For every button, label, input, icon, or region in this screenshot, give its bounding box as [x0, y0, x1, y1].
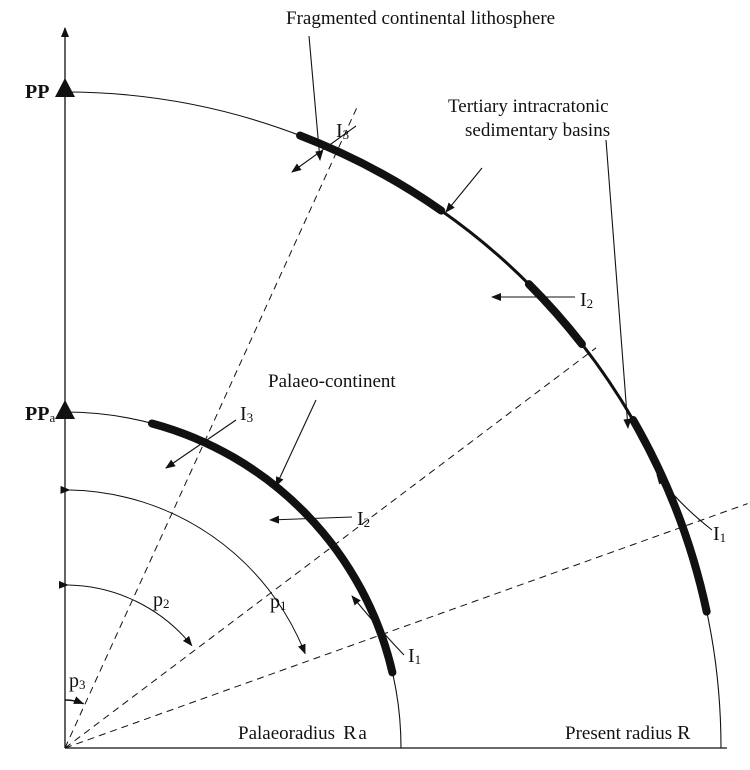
angle-arc-p2: [58, 580, 193, 647]
tertiary-basin-segment-2: [580, 342, 635, 422]
palaeo-continent-label: Palaeo-continent: [268, 371, 396, 392]
dashed-radial-line-i1: [64, 503, 748, 749]
present-radius-arc: [64, 91, 722, 749]
outer-i3-arrow: [291, 125, 357, 173]
p3-label: p3: [69, 670, 86, 692]
present-pole-label: PP: [25, 81, 49, 103]
inner-i3-arrow: [165, 419, 237, 469]
outer-i1-label: I1: [713, 523, 726, 545]
inner-i2-label: I2: [357, 508, 370, 530]
fragmented-lithosphere-segment-3: [629, 416, 711, 616]
inner-i1-label: I1: [408, 645, 421, 667]
dashed-radial-line-i3: [64, 106, 358, 749]
p1-label: p1: [270, 591, 287, 613]
tertiary-basin-segment-1: [439, 209, 531, 286]
fragmented-lithosphere-label: Fragmented continental lithosphere: [286, 8, 555, 29]
fragmented-lithosphere-segment-2: [524, 280, 586, 349]
fragmented-arrow: [308, 35, 324, 161]
tertiary-arrow-1: [445, 167, 483, 213]
present-pole-triangle-icon: [55, 78, 75, 97]
tertiary-arrow-2: [605, 139, 632, 429]
palaeo-continent-arrow: [275, 399, 317, 487]
outer-i2-label: I2: [580, 289, 593, 311]
angle-arc-p1: [60, 485, 306, 655]
fragmented-lithosphere-segment-1: [296, 131, 446, 215]
outer-i3-label: I3: [336, 120, 349, 142]
angle-arc-p3: [65, 696, 84, 705]
tertiary-basins-label-line2: sedimentary basins: [465, 120, 610, 141]
palaeoradius-arc: [64, 411, 402, 749]
tertiary-basins-label-line1: Tertiary intracratonic: [448, 96, 609, 117]
inner-i1-arrow: [351, 595, 405, 656]
outer-i1-arrow: [656, 474, 713, 531]
palaeo-continent-segment: [147, 419, 397, 677]
inner-i2-arrow: [269, 515, 353, 524]
palaeo-pole-triangle-icon: [55, 400, 75, 419]
p2-label: p2: [153, 589, 170, 611]
dashed-radial-line-i2: [64, 347, 597, 749]
palaeo-pole-label: PPa: [25, 403, 55, 425]
inner-i3-label: I3: [240, 403, 253, 425]
